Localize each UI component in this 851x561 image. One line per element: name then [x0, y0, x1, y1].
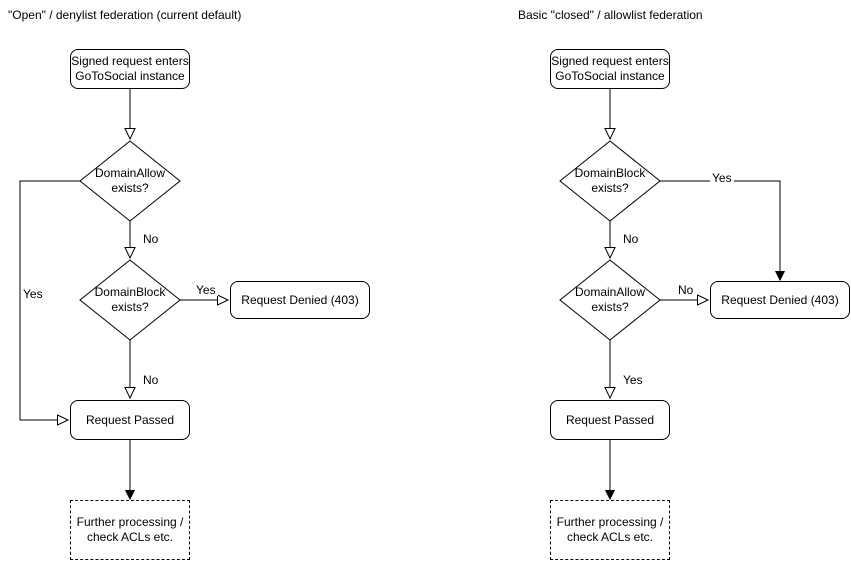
right-chart-title: Basic "closed" / allowlist federation — [518, 8, 703, 22]
decision-diamond-right-domainblock — [559, 140, 661, 222]
right-edge-label-yes-passed: Yes — [621, 373, 645, 387]
decision-diamond-left-domainallow — [79, 140, 181, 222]
right-edge-label-no-denied: No — [676, 283, 696, 297]
left-edge-label-no1: No — [141, 232, 161, 246]
left-edge-label-yes-loop: Yes — [21, 287, 45, 301]
right-passed-node: Request Passed — [550, 400, 670, 440]
right-edge-label-yes-denied: Yes — [710, 171, 734, 185]
decision-diamond-right-domainallow — [559, 259, 661, 341]
connector-left-allow-yes-to-passed — [19, 180, 80, 426]
connector-right-block-yes-to-denied — [660, 180, 780, 280]
right-further-node: Further processing /check ACLs etc. — [550, 500, 670, 560]
left-denied-node: Request Denied (403) — [230, 281, 370, 319]
left-chart-title: "Open" / denylist federation (current de… — [8, 8, 242, 22]
left-further-label: Further processing /check ACLs etc. — [76, 515, 184, 544]
left-further-node: Further processing /check ACLs etc. — [70, 500, 190, 560]
right-denied-label: Request Denied (403) — [721, 292, 839, 307]
right-passed-label: Request Passed — [565, 412, 655, 427]
left-passed-node: Request Passed — [70, 400, 190, 440]
decision-diamond-left-domainblock — [79, 259, 181, 341]
left-edge-label-no2: No — [141, 373, 161, 387]
right-denied-node: Request Denied (403) — [710, 281, 850, 319]
left-passed-label: Request Passed — [85, 412, 175, 427]
right-edge-label-no1: No — [621, 232, 641, 246]
left-edge-label-yes-denied: Yes — [194, 283, 218, 297]
right-further-label: Further processing /check ACLs etc. — [556, 515, 664, 544]
left-denied-label: Request Denied (403) — [241, 292, 359, 307]
